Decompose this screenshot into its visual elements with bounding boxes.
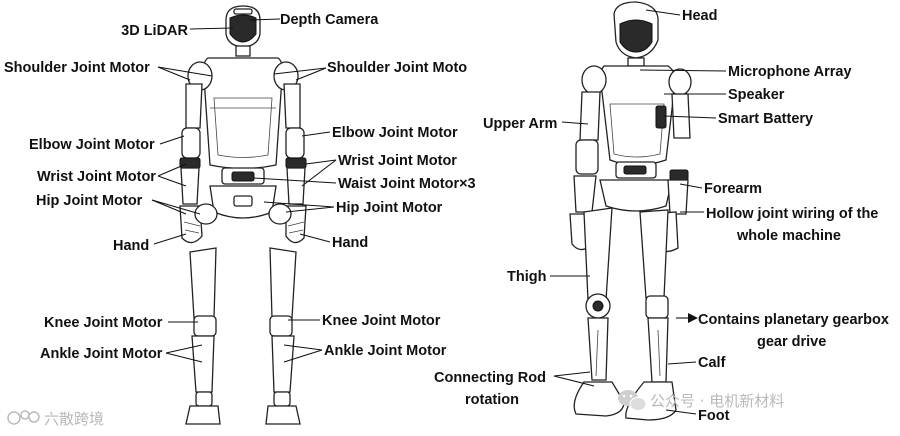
label-knee-left: Knee Joint Motor: [44, 315, 163, 331]
label-3d-lidar: 3D LiDAR: [121, 23, 188, 39]
label-depth-camera: Depth Camera: [280, 12, 379, 28]
label-wrist-right: Wrist Joint Motor: [338, 153, 457, 169]
label-gearbox-line2: gear drive: [757, 334, 826, 350]
label-upper-arm: Upper Arm: [483, 116, 557, 132]
label-ankle-left: Ankle Joint Motor: [40, 346, 163, 362]
label-ankle-right: Ankle Joint Motor: [324, 343, 447, 359]
label-foot: Foot: [698, 408, 730, 424]
label-wrist-left: Wrist Joint Motor: [37, 169, 156, 185]
label-microphone-array: Microphone Array: [728, 64, 852, 80]
watermark-right: 公众号 · 电机新材料: [618, 390, 784, 411]
front-robot-illustration: [179, 5, 307, 425]
label-elbow-right: Elbow Joint Motor: [332, 125, 458, 141]
label-shoulder-left: Shoulder Joint Motor: [4, 60, 150, 76]
watermark-right-text: 公众号 · 电机新材料: [650, 392, 784, 410]
front-leader-lines: [151, 18, 337, 363]
side-leader-lines: [550, 9, 727, 415]
label-rod-line1: Connecting Rod: [434, 370, 546, 386]
label-wiring-line2: whole machine: [736, 228, 841, 244]
brand-logo-icon: [7, 410, 40, 425]
side-robot-illustration: [569, 1, 692, 421]
label-hand-right: Hand: [332, 235, 368, 251]
label-rod-line2: rotation: [465, 392, 519, 408]
label-thigh: Thigh: [507, 269, 546, 285]
label-hip-left: Hip Joint Motor: [36, 193, 143, 209]
side-labels: Head Microphone Array Speaker Smart Batt…: [434, 8, 889, 424]
label-head: Head: [682, 8, 717, 24]
label-gearbox-line1: Contains planetary gearbox: [698, 312, 889, 328]
label-forearm: Forearm: [704, 181, 762, 197]
label-smart-battery: Smart Battery: [718, 111, 813, 127]
label-hand-left: Hand: [113, 238, 149, 254]
watermark-left-text: 六散跨境: [44, 410, 104, 428]
label-calf: Calf: [698, 355, 726, 371]
label-shoulder-right: Shoulder Joint Moto: [327, 60, 467, 76]
front-labels: 3D LiDAR Depth Camera Shoulder Joint Mot…: [4, 12, 476, 362]
label-knee-right: Knee Joint Motor: [322, 313, 441, 329]
label-elbow-left: Elbow Joint Motor: [29, 137, 155, 153]
watermark-left: 六散跨境: [7, 410, 104, 428]
label-wiring-line1: Hollow joint wiring of the: [706, 206, 878, 222]
label-hip-right: Hip Joint Motor: [336, 200, 443, 216]
label-waist: Waist Joint Motor×3: [338, 176, 476, 192]
label-speaker: Speaker: [728, 87, 785, 103]
wechat-icon: [618, 390, 647, 411]
